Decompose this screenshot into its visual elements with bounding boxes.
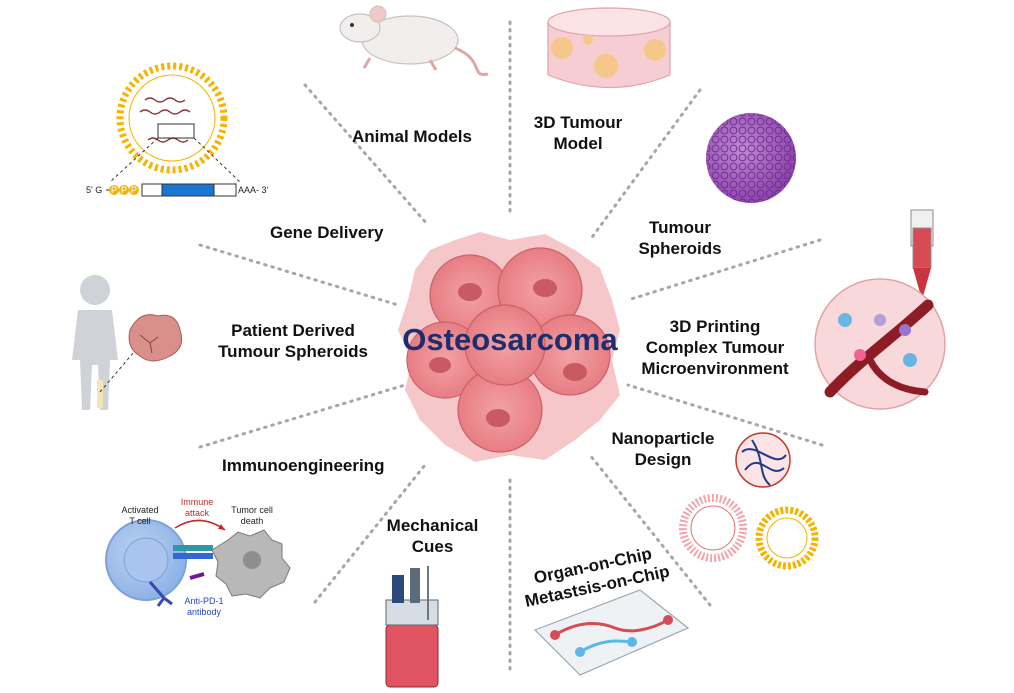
label-immune-attack: Immune attack bbox=[180, 497, 214, 518]
t-cell-icon bbox=[105, 519, 291, 607]
label-nanoparticle-design: Nanoparticle Design bbox=[611, 429, 715, 469]
label-tumour-spheroids: Tumour Spheroids bbox=[638, 218, 722, 258]
center-title: Osteosarcoma bbox=[402, 322, 618, 357]
bioprinter-icon bbox=[814, 209, 946, 410]
nanoparticle-icon bbox=[679, 432, 819, 570]
spheroid-icon bbox=[706, 113, 796, 203]
label-3d-printing: 3D Printing Complex Tumour Microenvironm… bbox=[641, 317, 789, 378]
label-anti-pd1-antibody: Anti-PD-1 antibody bbox=[184, 596, 224, 617]
connector-lines bbox=[198, 20, 824, 674]
construct-cap-1: P bbox=[110, 185, 117, 195]
child-silhouette-icon bbox=[72, 275, 183, 410]
label-mechanical-cues: Mechanical Cues bbox=[386, 516, 479, 556]
label-patient-derived-spheroids: Patient Derived Tumour Spheroids bbox=[218, 321, 368, 361]
microfluidic-chip-icon bbox=[533, 589, 690, 676]
tumour-cluster-icon bbox=[398, 232, 620, 462]
label-immunoengineering: Immunoengineering bbox=[222, 456, 385, 475]
construct-cap-2: P bbox=[120, 185, 127, 195]
construct-cap-3: P bbox=[130, 185, 137, 195]
label-gene-delivery: Gene Delivery bbox=[270, 223, 384, 242]
construct-3prime: AAA- 3' bbox=[238, 185, 269, 195]
construct-5prime: 5' G bbox=[86, 185, 103, 195]
mouse-icon bbox=[339, 5, 489, 77]
bioreactor-icon bbox=[385, 566, 439, 688]
label-animal-models: Animal Models bbox=[352, 127, 472, 146]
hydrogel-cylinder-icon bbox=[547, 7, 671, 89]
mrna-construct bbox=[106, 183, 237, 197]
label-3d-tumour-model: 3D Tumour Model bbox=[533, 113, 623, 153]
label-tumor-cell-death: Tumor cell death bbox=[231, 505, 273, 526]
liposome-icon bbox=[109, 62, 241, 183]
label-activated-t-cell: Activated T cell bbox=[121, 505, 159, 526]
